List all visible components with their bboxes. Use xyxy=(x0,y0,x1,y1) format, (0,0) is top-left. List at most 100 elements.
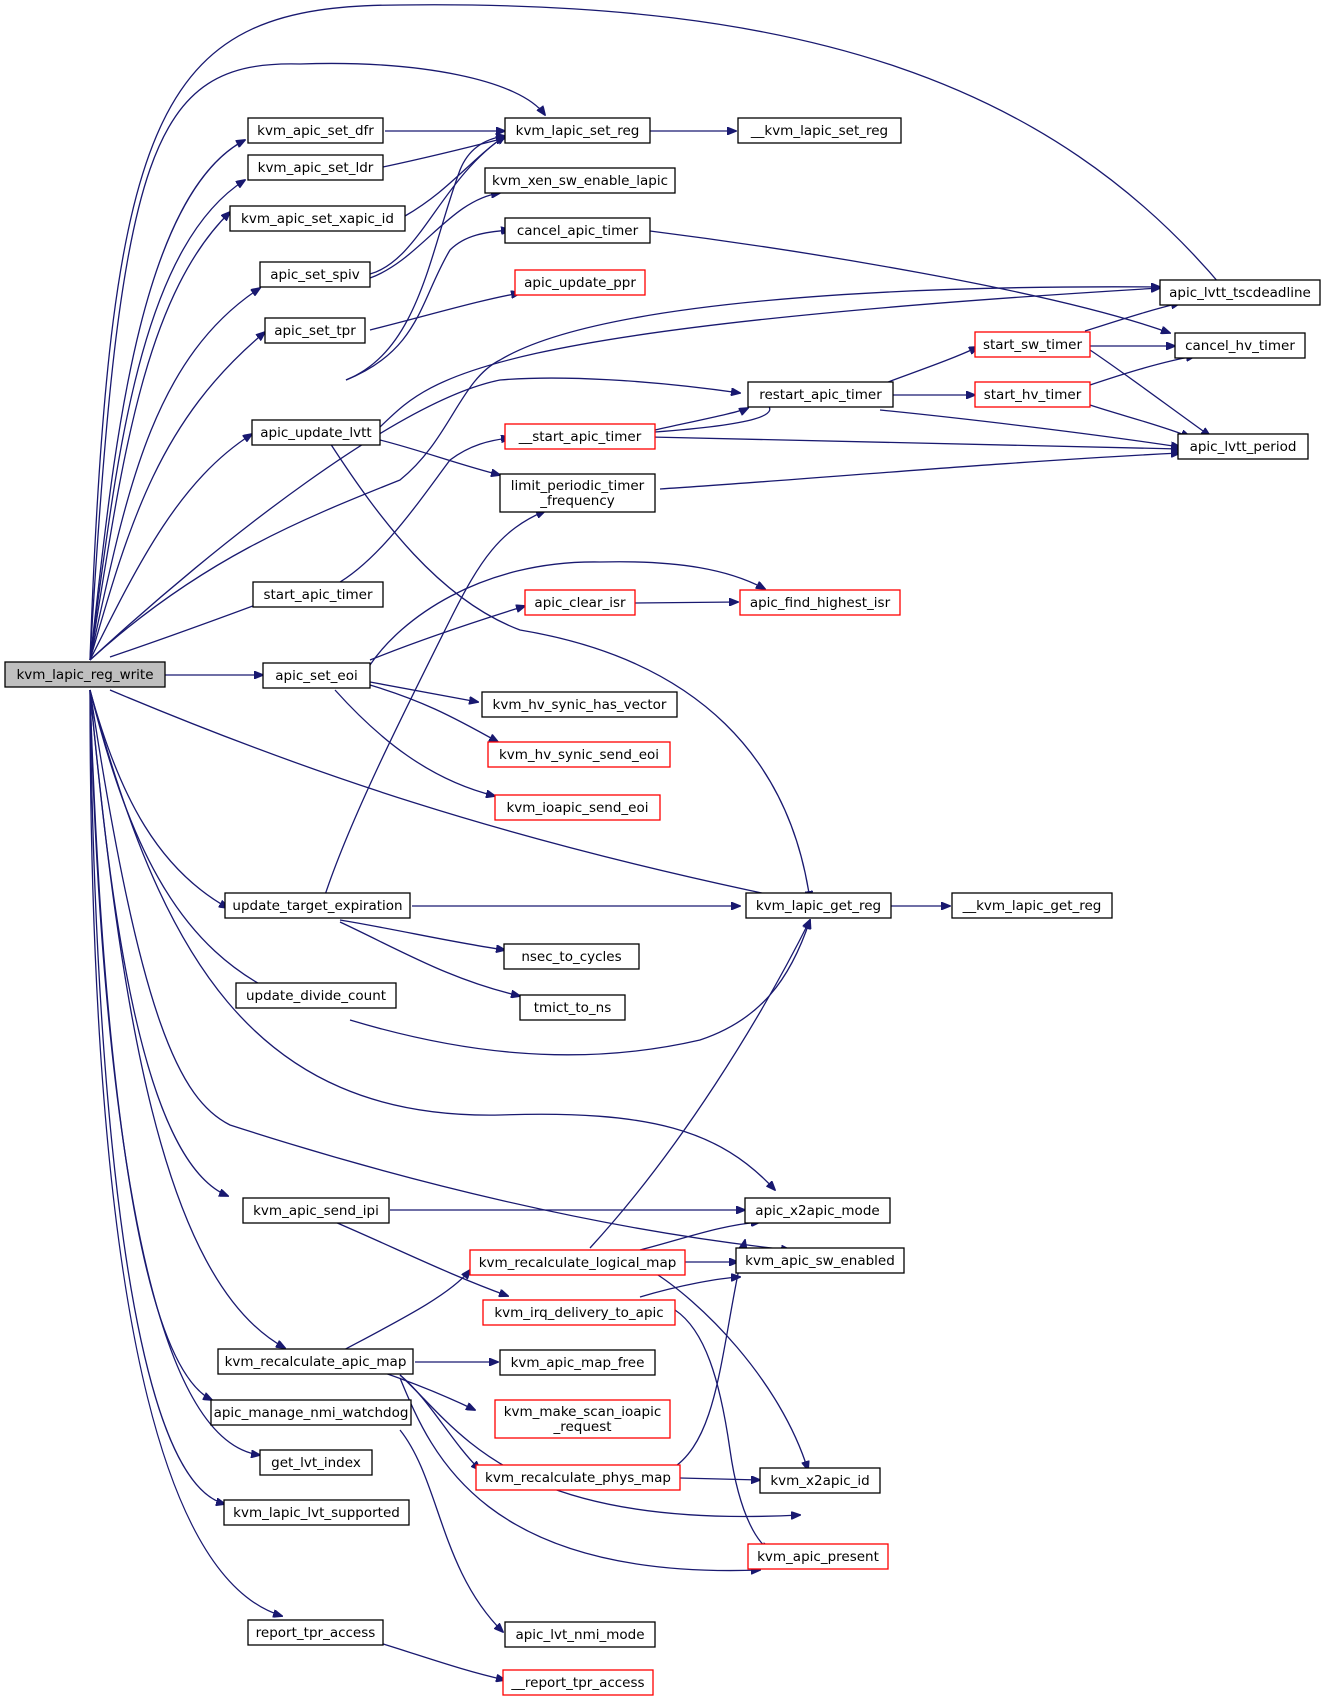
node-start-apic-timer[interactable]: start_apic_timer xyxy=(252,581,384,608)
node-label: kvm_apic_set_dfr xyxy=(257,123,374,139)
node-find-highest-isr[interactable]: apic_find_highest_isr xyxy=(739,589,901,616)
node-label: kvm_hv_synic_has_vector xyxy=(493,697,667,713)
node-hv-has-vector[interactable]: kvm_hv_synic_has_vector xyxy=(481,691,678,718)
node-label: restart_apic_timer xyxy=(759,387,882,403)
node---lapic-set-reg[interactable]: __kvm_lapic_set_reg xyxy=(737,117,902,144)
node-x2apic-id[interactable]: kvm_x2apic_id xyxy=(759,1467,881,1494)
node-box xyxy=(1174,332,1306,359)
node-set-xapic-id[interactable]: kvm_apic_set_xapic_id xyxy=(229,205,406,232)
node-label: kvm_ioapic_send_eoi xyxy=(506,800,648,816)
node-recalc-phys[interactable]: kvm_recalculate_phys_map xyxy=(475,1464,681,1491)
node-tscdeadline[interactable]: apic_lvtt_tscdeadline xyxy=(1159,279,1321,306)
node-set-spiv[interactable]: apic_set_spiv xyxy=(259,261,371,288)
node-box xyxy=(224,892,411,919)
node-irq-delivery[interactable]: kvm_irq_delivery_to_apic xyxy=(482,1299,676,1326)
node-box xyxy=(223,1499,410,1526)
node-limit-periodic[interactable]: limit_periodic_timer_frequency xyxy=(499,473,656,513)
node-label: kvm_recalculate_logical_map xyxy=(479,1255,677,1271)
node-box xyxy=(519,994,626,1021)
node-label: kvm_apic_set_ldr xyxy=(258,160,374,176)
node-restart-apic-timer[interactable]: restart_apic_timer xyxy=(747,381,894,408)
node-label: kvm_recalculate_apic_map xyxy=(225,1354,407,1370)
node-box xyxy=(482,1299,676,1326)
node-box xyxy=(247,117,384,144)
function-nodes: kvm_lapic_reg_write kvm_apic_set_dfr kvm_a… xyxy=(4,117,1321,1696)
node-hv-send-eoi[interactable]: kvm_hv_synic_send_eoi xyxy=(487,741,671,768)
node-box xyxy=(744,1197,891,1224)
node-box xyxy=(235,982,397,1009)
node-label: kvm_apic_send_ipi xyxy=(253,1203,379,1219)
node-tmict-to-ns[interactable]: tmict_to_ns xyxy=(519,994,626,1021)
node-box xyxy=(524,589,636,616)
node---start-apic-timer[interactable]: __start_apic_timer xyxy=(504,423,656,450)
node-box xyxy=(4,661,166,688)
node-xen-sw[interactable]: kvm_xen_sw_enable_lapic xyxy=(484,167,676,194)
node---lapic-get-reg[interactable]: __kvm_lapic_get_reg xyxy=(951,892,1113,919)
node-label: kvm_apic_sw_enabled xyxy=(745,1253,895,1269)
node-update-target[interactable]: update_target_expiration xyxy=(224,892,411,919)
node-apic-present[interactable]: kvm_apic_present xyxy=(747,1543,889,1570)
node-label: apic_lvtt_period xyxy=(1190,439,1297,455)
node-make-scan[interactable]: kvm_make_scan_ioapic_request xyxy=(494,1399,671,1439)
node-label: kvm_hv_synic_send_eoi xyxy=(499,747,659,763)
node-label: _request xyxy=(552,1419,611,1435)
node-label: apic_set_tpr xyxy=(274,323,356,339)
node-apic-map-free[interactable]: kvm_apic_map_free xyxy=(499,1349,656,1376)
node-label: apic_find_highest_isr xyxy=(750,595,891,611)
node-box xyxy=(499,473,656,513)
node-label: tmict_to_ns xyxy=(534,1000,612,1016)
node-label: kvm_recalculate_phys_map xyxy=(485,1470,671,1486)
node-label: report_tpr_access xyxy=(256,1625,376,1641)
node-set-eoi[interactable]: apic_set_eoi xyxy=(262,662,371,689)
node-label: kvm_apic_set_xapic_id xyxy=(241,211,394,227)
node-lvt-supported[interactable]: kvm_lapic_lvt_supported xyxy=(223,1499,410,1526)
node-label: get_lvt_index xyxy=(271,1455,361,1471)
node-start-sw-timer[interactable]: start_sw_timer xyxy=(974,331,1091,358)
node-label: apic_x2apic_mode xyxy=(755,1203,879,1219)
node-box xyxy=(504,217,651,244)
node-lvt-nmi-mode[interactable]: apic_lvt_nmi_mode xyxy=(504,1621,656,1648)
node-label: kvm_lapic_get_reg xyxy=(756,898,881,914)
node-label: apic_set_spiv xyxy=(270,267,360,283)
node-label: cancel_hv_timer xyxy=(1185,338,1295,354)
node-set-tpr[interactable]: apic_set_tpr xyxy=(264,317,366,344)
node-label: start_hv_timer xyxy=(984,387,1082,403)
node-update-ppr[interactable]: apic_update_ppr xyxy=(514,269,646,296)
node-box xyxy=(229,205,406,232)
node-box xyxy=(475,1464,681,1491)
node-box xyxy=(747,381,894,408)
node-report-tpr[interactable]: report_tpr_access xyxy=(247,1619,384,1646)
node-send-ipi[interactable]: kvm_apic_send_ipi xyxy=(242,1197,390,1224)
node-box xyxy=(494,1399,671,1439)
node-nsec-to-cycles[interactable]: nsec_to_cycles xyxy=(503,943,640,970)
node-box xyxy=(487,741,671,768)
node-lapic-get-reg[interactable]: kvm_lapic_get_reg xyxy=(745,892,892,919)
node-box xyxy=(951,892,1113,919)
node-label: kvm_x2apic_id xyxy=(770,1473,869,1489)
node-root[interactable]: kvm_lapic_reg_write xyxy=(4,661,166,688)
node-recalc-logical[interactable]: kvm_recalculate_logical_map xyxy=(469,1249,686,1276)
node-box xyxy=(1159,279,1321,306)
node-set-ldr[interactable]: kvm_apic_set_ldr xyxy=(247,154,384,181)
node-box xyxy=(247,1619,384,1646)
node-set-dfr[interactable]: kvm_apic_set_dfr xyxy=(247,117,384,144)
node-lvtt-period[interactable]: apic_lvtt_period xyxy=(1177,433,1309,460)
node-update-lvtt[interactable]: apic_update_lvtt xyxy=(251,419,381,446)
node-box xyxy=(494,794,661,821)
node-label: kvm_irq_delivery_to_apic xyxy=(494,1305,663,1321)
node---report-tpr[interactable]: __report_tpr_access xyxy=(502,1669,654,1696)
node-get-lvt-index[interactable]: get_lvt_index xyxy=(259,1449,373,1476)
node-sw-enabled[interactable]: kvm_apic_sw_enabled xyxy=(735,1247,905,1274)
node-recalc-apic-map[interactable]: kvm_recalculate_apic_map xyxy=(217,1348,414,1375)
node-ioapic-send-eoi[interactable]: kvm_ioapic_send_eoi xyxy=(494,794,661,821)
node-clear-isr[interactable]: apic_clear_isr xyxy=(524,589,636,616)
node-cancel-hv-timer[interactable]: cancel_hv_timer xyxy=(1174,332,1306,359)
node-x2apic-mode[interactable]: apic_x2apic_mode xyxy=(744,1197,891,1224)
node-box xyxy=(739,589,901,616)
node-start-hv-timer[interactable]: start_hv_timer xyxy=(974,381,1091,408)
node-update-divide[interactable]: update_divide_count xyxy=(235,982,397,1009)
node-nmi-watchdog[interactable]: apic_manage_nmi_watchdog xyxy=(210,1399,412,1426)
node-box xyxy=(745,892,892,919)
node-lapic-set-reg[interactable]: kvm_lapic_set_reg xyxy=(504,117,651,144)
node-cancel-apic-timer[interactable]: cancel_apic_timer xyxy=(504,217,651,244)
